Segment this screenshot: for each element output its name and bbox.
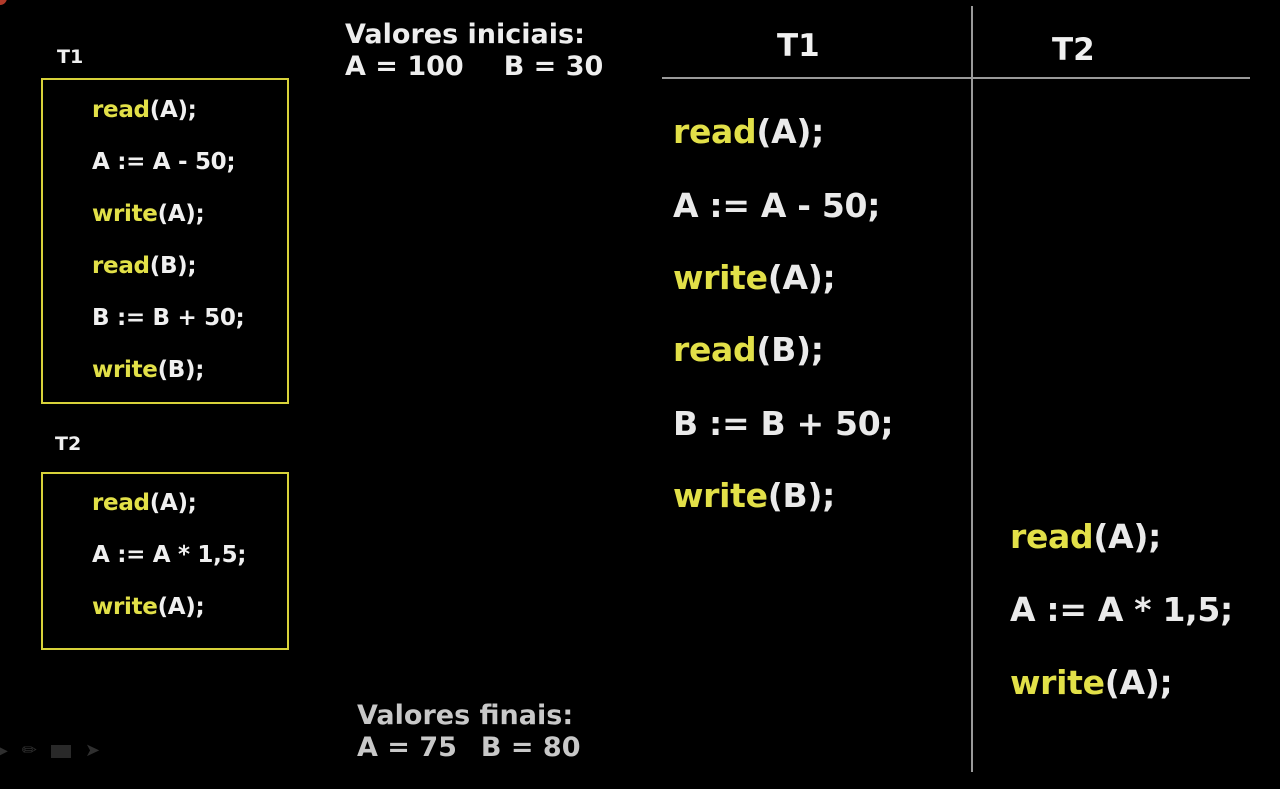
schedule-header-divider <box>662 77 1250 79</box>
schedule-column-divider <box>971 6 973 772</box>
schedule-header-t2: T2 <box>1052 32 1095 68</box>
final-values-row: A = 75 B = 80 <box>357 732 580 764</box>
final-values: Valores finais: A = 75 B = 80 <box>357 700 580 764</box>
schedule-header-t1: T1 <box>777 28 820 64</box>
initial-values-row: A = 100 B = 30 <box>345 51 603 83</box>
t1-box-line-5: B := B + 50; <box>92 305 245 331</box>
t1-box-line-2: A := A - 50; <box>92 149 236 175</box>
t2-box-label: T2 <box>55 433 82 455</box>
t1-box-line-3: write(A); <box>92 201 205 227</box>
schedule-t1-line-3: write(A); <box>673 258 836 297</box>
schedule-t1-line-5: B := B + 50; <box>673 404 894 443</box>
initial-value-b: B = 30 <box>503 51 604 82</box>
schedule-t1-line-1: read(A); <box>673 112 825 151</box>
t2-code-box: read(A); A := A * 1,5; write(A); <box>41 472 289 650</box>
t1-box-label: T1 <box>57 46 84 68</box>
schedule-t2-line-3: write(A); <box>1010 663 1173 702</box>
t1-box-line-6: write(B); <box>92 357 205 383</box>
schedule-t2-line-1: read(A); <box>1010 517 1162 556</box>
initial-value-a: A = 100 <box>345 51 464 82</box>
t1-box-line-4: read(B); <box>92 253 197 279</box>
final-values-title: Valores finais: <box>357 700 574 731</box>
t1-code-box: read(A); A := A - 50; write(A); read(B);… <box>41 78 289 404</box>
whiteboard-icon[interactable] <box>50 744 71 758</box>
recording-indicator <box>0 0 7 5</box>
t2-box-line-1: read(A); <box>92 490 197 516</box>
initial-values-title: Valores iniciais: <box>345 19 585 50</box>
final-value-b: B = 80 <box>480 732 581 763</box>
t1-box-line-1: read(A); <box>92 97 197 123</box>
final-value-a: A = 75 <box>357 732 457 763</box>
schedule-t2-line-2: A := A * 1,5; <box>1010 590 1233 629</box>
pointer-icon[interactable]: ▶ <box>0 740 8 761</box>
forward-icon[interactable]: ➤ <box>84 740 101 761</box>
t2-box-line-3: write(A); <box>92 594 205 620</box>
presentation-toolbar: ▶ ✏ ➤ <box>0 738 100 764</box>
initial-values: Valores iniciais: A = 100 B = 30 <box>345 19 603 83</box>
pen-icon[interactable]: ✏ <box>21 740 37 761</box>
schedule-t1-line-2: A := A - 50; <box>673 186 881 225</box>
schedule-t1-line-6: write(B); <box>673 476 836 515</box>
t2-box-line-2: A := A * 1,5; <box>92 542 247 568</box>
schedule-t1-line-4: read(B); <box>673 330 824 369</box>
